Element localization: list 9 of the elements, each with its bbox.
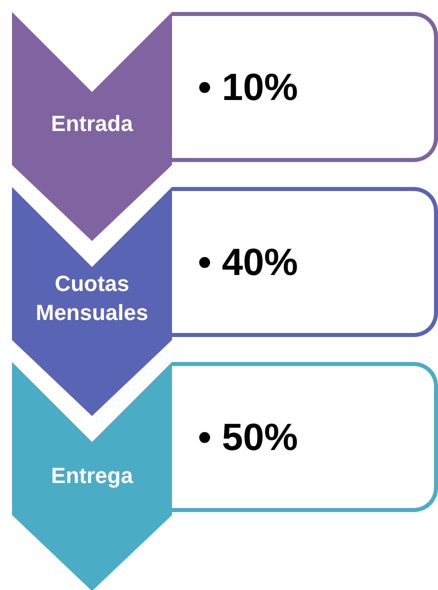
step-label: Cuotas Mensuales	[34, 270, 150, 327]
content-box	[172, 187, 438, 337]
percentage-item: • 10%	[198, 68, 298, 110]
step-label: Entrega	[50, 462, 134, 490]
percentage-item: • 50%	[198, 418, 298, 460]
percentage-item: • 40%	[198, 243, 298, 285]
step-label: Entrada	[50, 110, 134, 138]
content-box	[172, 362, 438, 512]
content-box	[172, 12, 438, 162]
